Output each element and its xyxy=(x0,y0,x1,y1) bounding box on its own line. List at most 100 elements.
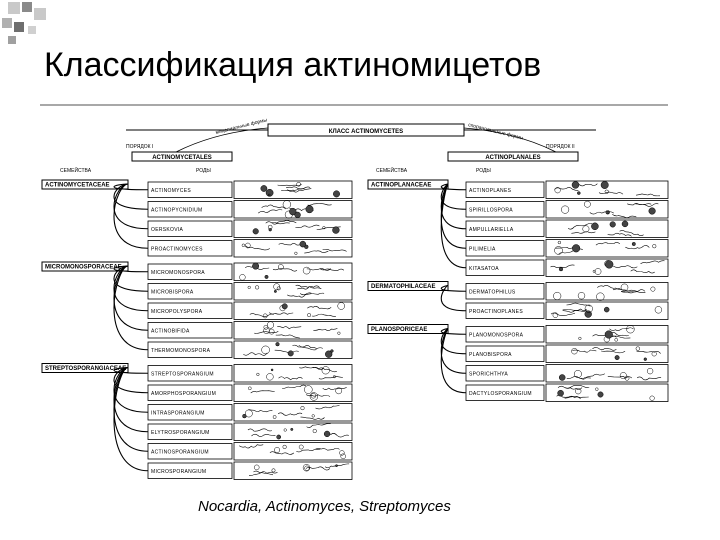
corner-square-6 xyxy=(28,26,36,34)
hypha-sketch xyxy=(307,306,332,310)
right-genus-name: ACTINOPLANES xyxy=(469,188,512,194)
hypha-sketch xyxy=(315,447,340,451)
corner-square-4 xyxy=(2,18,12,28)
hypha-sketch xyxy=(307,203,332,206)
spore-sketch xyxy=(650,286,656,292)
left-genus-box xyxy=(147,404,233,421)
hypha-sketch xyxy=(571,231,596,234)
right-genus-box xyxy=(465,220,545,237)
spore-sketch xyxy=(321,366,330,375)
hypha-sketch xyxy=(550,312,576,316)
spore-sketch xyxy=(332,226,340,234)
spore-sketch xyxy=(296,182,301,187)
left-genus-box xyxy=(147,341,233,358)
hypha-sketch xyxy=(248,409,273,413)
hypha-sketch xyxy=(557,385,583,390)
left-genus-box xyxy=(147,240,233,257)
spore-sketch xyxy=(605,210,610,215)
spore-sketch xyxy=(651,351,657,357)
hypha-sketch xyxy=(265,221,290,225)
spore-sketch xyxy=(302,464,311,472)
spore-sketch xyxy=(304,385,313,394)
left-genus-box xyxy=(147,423,233,440)
spore-sketch xyxy=(571,348,578,355)
hypha-sketch xyxy=(296,448,321,453)
hypha-sketch xyxy=(272,268,298,272)
hypha-sketch xyxy=(318,376,343,380)
spore-sketch xyxy=(247,285,251,289)
spore-sketch xyxy=(619,372,627,380)
spore-sketch xyxy=(577,292,586,300)
spore-sketch xyxy=(575,387,582,395)
order-right: ACTINOPLANALES xyxy=(485,155,540,161)
spore-sketch xyxy=(554,246,563,255)
spore-sketch xyxy=(248,386,252,391)
spore-sketch xyxy=(261,345,270,355)
hypha-sketch xyxy=(305,466,331,471)
left-genus-box xyxy=(147,181,233,198)
right-morphology-panel xyxy=(545,282,669,301)
spore-sketch xyxy=(268,228,272,232)
hypha-sketch xyxy=(269,312,294,315)
hypha-sketch xyxy=(595,242,621,246)
spore-sketch xyxy=(337,331,341,335)
left-genus-name: MICROMONOSPORA xyxy=(151,270,205,276)
spore-sketch xyxy=(648,207,656,215)
spore-sketch xyxy=(273,283,281,291)
spore-sketch xyxy=(614,338,618,342)
spore-sketch xyxy=(604,330,613,339)
hypha-sketch xyxy=(315,404,340,410)
left-morphology-panel xyxy=(233,442,353,461)
right-genus-name: KITASATOA xyxy=(469,266,499,272)
left-connector xyxy=(113,366,149,452)
spore-sketch xyxy=(276,286,281,291)
left-family-name: MICROMONOSPORACEAE xyxy=(45,265,122,271)
spore-sketch xyxy=(277,264,284,270)
hypha-sketch xyxy=(613,265,638,269)
right-genus-box xyxy=(465,326,545,343)
spore-sketch xyxy=(594,268,602,275)
classification-diagram: КЛАСС ACTINOMYCETES мицелиальные формы с… xyxy=(41,117,669,480)
hypha-sketch xyxy=(636,376,662,381)
spore-sketch xyxy=(325,350,333,358)
hypha-sketch xyxy=(607,232,632,237)
left-connector xyxy=(113,265,149,331)
right-genus-box xyxy=(465,240,545,257)
spore-sketch xyxy=(299,240,307,248)
left-morphology-panel xyxy=(233,301,353,320)
spore-sketch xyxy=(241,243,246,247)
spore-sketch xyxy=(561,205,570,214)
hypha-sketch xyxy=(601,350,626,354)
left-connector xyxy=(113,265,149,312)
left-genus-box xyxy=(147,263,233,280)
spore-sketch xyxy=(290,427,294,431)
hypha-sketch xyxy=(272,220,297,225)
right-connector xyxy=(440,327,467,355)
spore-sketch xyxy=(337,302,345,310)
left-genus-name: MICROPOLYSPORA xyxy=(151,309,203,315)
spore-sketch xyxy=(592,269,596,273)
right-genus-name: PLANOMONOSPORA xyxy=(469,332,524,338)
spore-sketch xyxy=(283,428,287,432)
right-genus-box xyxy=(465,345,545,362)
left-morphology-panel xyxy=(233,262,353,281)
hypha-sketch xyxy=(298,345,323,349)
right-genus-name: SPIRILLOSPORA xyxy=(469,207,513,213)
hypha-sketch xyxy=(292,344,317,351)
right-genus-name: PILIMELIA xyxy=(469,246,496,252)
spore-sketch xyxy=(287,350,294,357)
order-left: ACTINOMYCETALES xyxy=(152,155,212,161)
hypha-sketch xyxy=(249,313,274,317)
spore-sketch xyxy=(239,274,246,281)
hypha-sketch xyxy=(312,367,337,373)
hypha-sketch xyxy=(306,423,331,428)
spore-sketch xyxy=(273,289,277,293)
hypha-sketch xyxy=(640,260,665,265)
right-genus-box xyxy=(465,201,545,218)
spore-sketch xyxy=(584,304,593,313)
left-genus-box xyxy=(147,283,233,300)
right-connector xyxy=(440,327,467,394)
hypha-sketch xyxy=(300,416,325,420)
hypha-sketch xyxy=(299,292,325,296)
right-genus-name: SPORICHTHYA xyxy=(469,371,508,377)
